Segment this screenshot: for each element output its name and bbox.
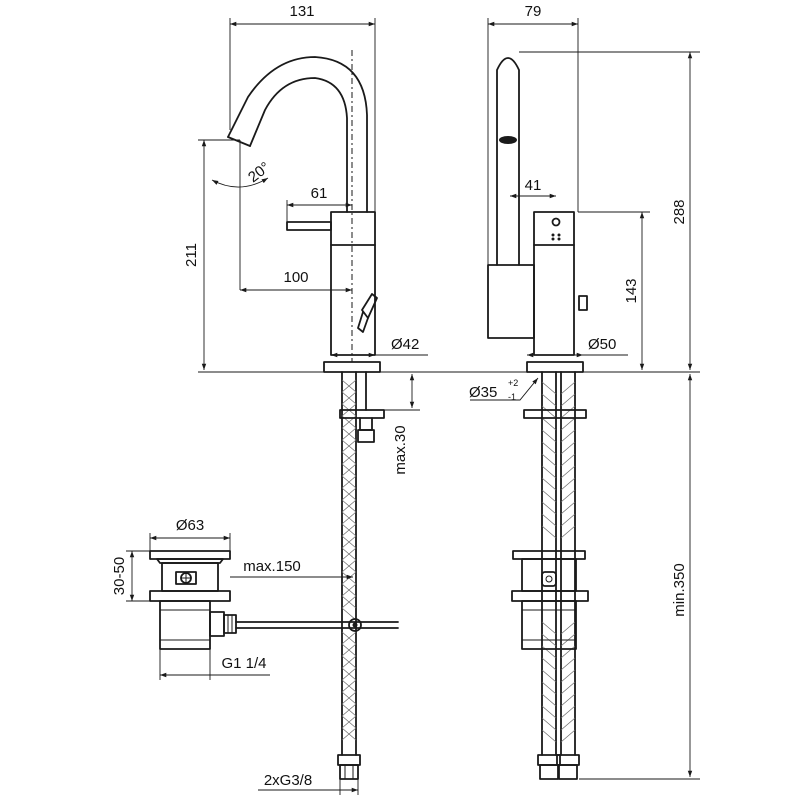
fixing-bracket [339, 409, 385, 419]
waste-assembly [149, 550, 399, 650]
label-spout-angle: 20° [245, 159, 273, 186]
popup-knob [361, 293, 378, 319]
label-hole-tol-plus: +2 [508, 378, 518, 388]
waste-flange [149, 590, 231, 602]
dimension-lines [126, 18, 700, 795]
faucet-body [330, 211, 376, 356]
side-spout-base [487, 264, 535, 339]
label-base-diameter: Ø50 [588, 336, 616, 353]
base-plate [323, 361, 381, 373]
side-popup-knob [578, 295, 588, 311]
side-body [533, 211, 575, 356]
label-spout-reach: 100 [283, 269, 308, 286]
side-view-faucet [487, 57, 588, 373]
aerator-icon [499, 136, 517, 144]
label-waste-height: 30-50 [111, 557, 128, 595]
rod-joint-icon [348, 618, 362, 632]
label-total-height: 288 [671, 199, 688, 224]
front-view-faucet [227, 50, 381, 373]
hose-fitting-top [337, 754, 361, 766]
fixing-nut [357, 429, 375, 443]
lever-handle [286, 221, 332, 231]
indicator-icon [551, 217, 561, 227]
label-handle-offset: 61 [311, 185, 328, 202]
side-waste-icon [541, 571, 557, 587]
label-hose-thread: 2xG3/8 [264, 772, 312, 789]
label-body-diameter: Ø42 [391, 336, 419, 353]
label-waste-thread: G1 1/4 [221, 655, 266, 672]
hose-fitting-nut [339, 764, 359, 780]
label-hose-length: min.350 [671, 563, 688, 616]
label-waste-diameter: Ø63 [176, 517, 204, 534]
label-lever-height: 143 [623, 278, 640, 303]
waste-cap [149, 550, 231, 560]
label-front-width: 131 [289, 3, 314, 20]
side-view-hoses [511, 371, 589, 780]
label-hole-diameter: Ø35 [469, 384, 497, 401]
label-spout-height: 211 [183, 243, 200, 267]
dimension-labels: 131 79 288 211 20° 61 100 Ø42 41 143 Ø50… [111, 3, 688, 789]
label-hole-tol-minus: -1 [508, 392, 516, 402]
label-side-width: 79 [525, 3, 542, 20]
front-view-hoses [337, 371, 385, 780]
label-deck-thickness: max.30 [392, 425, 409, 474]
side-fixing-bracket [523, 409, 587, 419]
label-side-handle-offset: 41 [525, 177, 542, 194]
side-base-plate [526, 361, 584, 373]
label-rod-length: max.150 [243, 558, 301, 575]
